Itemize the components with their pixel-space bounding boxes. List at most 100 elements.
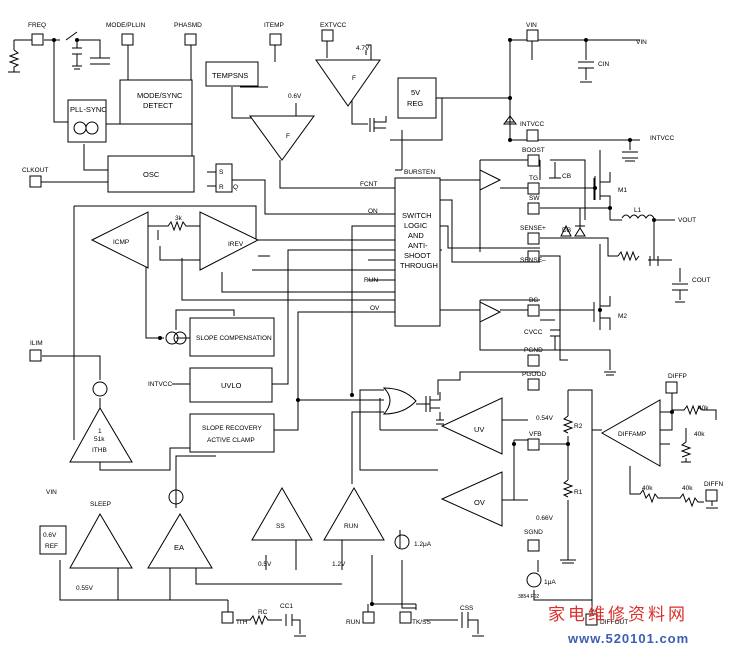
bg-pin <box>527 304 540 317</box>
pgood-mosfet <box>425 392 441 412</box>
ov-sig-label: OV <box>370 305 380 312</box>
amplifiers: F F ICMP IREV 1 51k ITHB EA SS RUN UV OV… <box>69 59 661 569</box>
clkout-label: CLKOUT <box>22 167 48 174</box>
pins: FREQ MODE/PLLIN PHASMD ITEMP EXTVCC VIN … <box>22 22 723 626</box>
v12-label: 1.2V <box>332 561 346 568</box>
figure-number: 3854 F02 <box>518 594 539 600</box>
slope-current-source-a <box>165 331 179 345</box>
irev-label: IREV <box>228 241 244 248</box>
m1-mosfet <box>593 172 611 200</box>
extvcc-switch <box>369 116 387 132</box>
ov-comparator <box>440 471 503 527</box>
slope-recovery-block <box>189 413 275 453</box>
logic-line-3: AND <box>408 231 424 240</box>
icmp-label: ICMP <box>113 239 129 246</box>
i12-current-source <box>394 534 410 550</box>
tempsns-block <box>205 61 259 87</box>
ithb-amplifier <box>69 406 133 463</box>
r40k-a-label: 40k <box>698 405 709 412</box>
uv-comparator <box>440 397 503 455</box>
run-sig-label: RUN <box>364 277 378 284</box>
phasmd-label: PHASMD <box>174 22 202 29</box>
logic-line-4: ANTI- <box>408 241 428 250</box>
junction-dots <box>52 38 674 606</box>
mode-sync-detect-block <box>119 79 193 125</box>
logic-line-2: LOGIC <box>404 221 428 230</box>
logic-line-6: THROUGH <box>400 261 438 270</box>
sgnd-pin <box>527 539 540 552</box>
ithb-1: 1 <box>98 428 102 435</box>
v06-label: 0.6V <box>288 93 302 100</box>
run-comparator <box>323 486 385 541</box>
mode-pllin-label: MODE/PLLIN <box>106 22 146 29</box>
db-diode <box>560 224 572 237</box>
slope-recovery-label: SLOPE RECOVERY <box>202 425 263 432</box>
tempsns-comparator <box>249 115 315 161</box>
pgnd-label: PGND <box>524 347 543 354</box>
intvcc-rail-label: INTVCC <box>650 135 675 142</box>
extvcc-comparator <box>315 59 381 107</box>
pgnd-pin <box>527 354 540 367</box>
osc-block <box>107 155 195 193</box>
logic-line-1: SWITCH <box>402 211 432 220</box>
icmp-comparator <box>90 211 149 269</box>
itemp-pin <box>269 33 282 46</box>
diffamp-label: DIFFAMP <box>618 431 646 438</box>
diffout-label: DIFFOUT <box>600 619 628 626</box>
switch-logic-block <box>394 177 441 327</box>
freq-pin-label: FREQ <box>28 22 46 29</box>
sense-p-pin <box>527 232 540 245</box>
ss-comparator <box>251 486 313 541</box>
r40k-b-label: 40k <box>694 431 705 438</box>
diffn-label: DIFFN <box>704 481 723 488</box>
reg-label: REG <box>407 99 423 108</box>
fcnt-label: FCNT <box>360 181 377 188</box>
m2-mosfet <box>593 296 611 330</box>
watermark-cn: 家电维修资料网 <box>548 605 688 625</box>
irev-comparator <box>199 211 260 271</box>
r2-label: R2 <box>574 423 583 430</box>
extvcc-comp-f: F <box>352 75 356 82</box>
ilim-label: ILIM <box>30 340 43 347</box>
mode-sync-label: MODE/SYNC <box>137 91 183 100</box>
v055-label: 0.55V <box>76 585 94 592</box>
sense-n-label: SENSE– <box>520 257 546 264</box>
sr-r-label: R <box>219 184 224 191</box>
or-gate <box>382 387 417 415</box>
ref-block <box>39 525 67 555</box>
run-pin <box>362 611 375 624</box>
pgood-label: PGOOD <box>522 371 547 378</box>
tkss-pin <box>399 611 412 624</box>
sense-p-label: SENSE+ <box>520 225 546 232</box>
sgnd-label: SGND <box>524 529 543 536</box>
ithb-2: 51k <box>94 436 105 443</box>
sr-s-label: S <box>219 169 224 176</box>
m2-label: M2 <box>618 313 627 320</box>
freq-pin <box>31 33 44 46</box>
detect-label: DETECT <box>143 101 173 110</box>
pll-sync-label: PLL-SYNC <box>70 105 107 114</box>
ea-current-source <box>168 489 184 505</box>
cin-label: CIN <box>598 61 610 68</box>
i1ua-label: 1μA <box>544 579 556 586</box>
logic-line-5: SHOOT <box>404 251 431 260</box>
ith-label: ITH <box>237 619 248 626</box>
active-clamp-label: ACTIVE CLAMP <box>207 437 255 444</box>
uvlo-label: UVLO <box>221 381 242 390</box>
r1-label: R1 <box>574 489 583 496</box>
reg-5v-label: 5V <box>411 88 420 97</box>
r40k-d-label: 40k <box>682 485 693 492</box>
sw-label: SW <box>529 195 540 202</box>
cout-label: COUT <box>692 277 710 284</box>
sr-latch <box>215 163 233 193</box>
boost-pin <box>527 154 540 167</box>
value-labels: 4.7V 0.6V VIN INTVCC VOUT CIN COUT CB DB… <box>76 39 710 616</box>
cb-label: CB <box>562 173 571 180</box>
css-label: CSS <box>460 605 474 612</box>
v054-label: 0.54V <box>536 415 554 422</box>
tg-label: TG <box>529 175 538 182</box>
extvcc-pin <box>321 29 334 42</box>
ref-label: REF <box>45 543 58 550</box>
devices <box>92 116 611 588</box>
vfb-pin <box>527 438 540 451</box>
